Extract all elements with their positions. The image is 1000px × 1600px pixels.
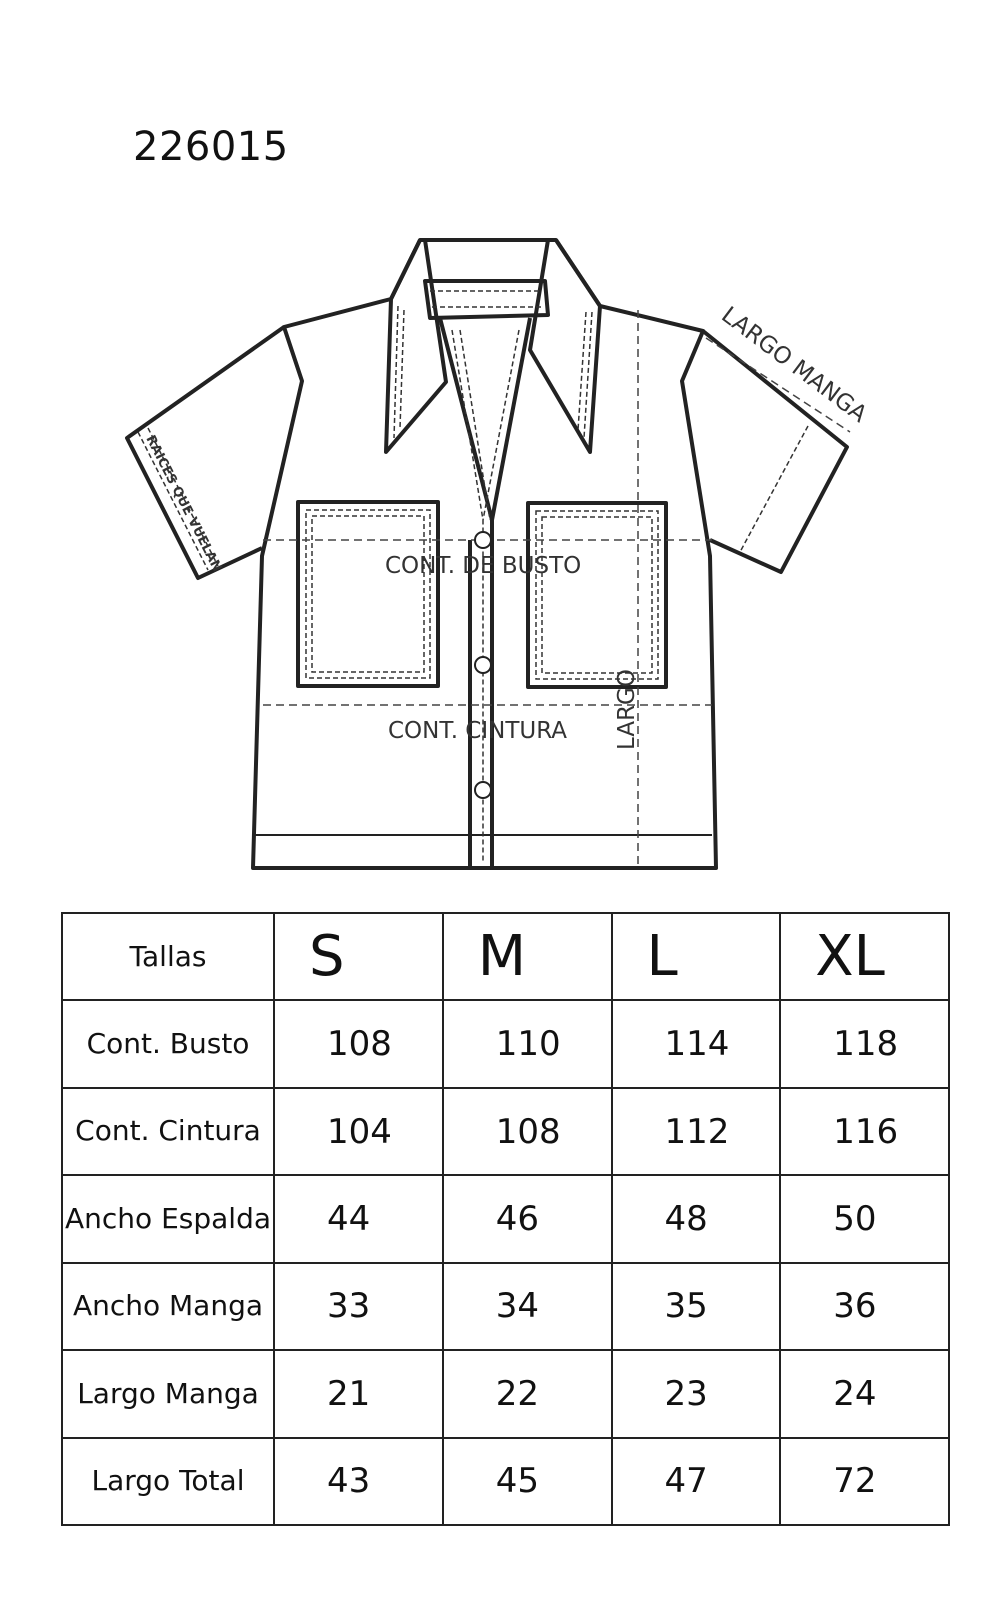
waist-label: CONT. CINTURA [388,718,567,744]
table-cell: 108 [273,999,444,1089]
bust-label: CONT. DE BUSTO [385,553,581,579]
size-table: Tallas S M L XL Cont. Busto 108 110 114 … [61,911,950,1527]
table-row: Largo Total 43 45 47 72 [61,1436,950,1527]
table-cell: 43 [273,1436,444,1527]
table-cell: 36 [779,1261,950,1352]
table-header-row: Tallas S M L XL [61,911,950,1002]
table-cell: 118 [779,999,950,1089]
sleeve-length-label: LARGO MANGA [716,302,871,428]
table-row: Cont. Cintura 104 108 112 116 [61,1086,950,1177]
table-row: Ancho Manga 33 34 35 36 [61,1261,950,1352]
right-pocket [526,501,668,689]
table-cell: 46 [441,1174,613,1264]
table-cell: 72 [779,1436,950,1527]
button-top [474,531,492,549]
sleeve-length-guide [705,337,851,433]
button-bottom [474,781,492,799]
table-cell: 23 [610,1349,782,1439]
table-cell: 44 [273,1174,444,1264]
left-sleeve-outline [125,325,286,580]
table-cell: 34 [441,1261,613,1352]
table-cell: 24 [779,1349,950,1439]
left-pocket [296,500,440,688]
collar-left [384,239,448,454]
row-label: Largo Manga [61,1349,275,1439]
table-cell: 104 [273,1086,444,1177]
table-cell: 48 [610,1174,782,1264]
table-cell: 47 [610,1436,782,1527]
button-middle [474,656,492,674]
row-label: Cont. Cintura [61,1086,275,1177]
collar-band [423,279,550,320]
size-header-s: S [273,911,444,1002]
table-cell: 108 [441,1086,613,1177]
header-label-cell: Tallas [61,911,275,1002]
table-cell: 33 [273,1261,444,1352]
size-header-m: M [441,911,613,1002]
table-cell: 50 [779,1174,950,1264]
table-cell: 21 [273,1349,444,1439]
table-cell: 45 [441,1436,613,1527]
table-cell: 35 [610,1261,782,1352]
product-code: 226015 [133,124,289,170]
right-sleeve-outline [701,329,849,574]
length-label: LARGO [614,669,640,750]
table-cell: 110 [441,999,613,1089]
table-cell: 112 [610,1086,782,1177]
table-cell: 22 [441,1349,613,1439]
row-label: Ancho Espalda [61,1174,275,1264]
shirt-diagram: CONT. DE BUSTO CONT. CINTURA LARGO LARGO… [125,238,872,870]
row-label: Cont. Busto [61,999,275,1089]
size-header-xl: XL [779,911,950,1002]
table-row: Cont. Busto 108 110 114 118 [61,999,950,1089]
table-cell: 116 [779,1086,950,1177]
row-label: Ancho Manga [61,1261,275,1352]
table-row: Ancho Espalda 44 46 48 50 [61,1174,950,1264]
table-row: Largo Manga 21 22 23 24 [61,1349,950,1439]
row-label: Largo Total [61,1436,275,1527]
placket [438,317,532,866]
table-cell: 114 [610,999,782,1089]
size-header-l: L [610,911,782,1002]
